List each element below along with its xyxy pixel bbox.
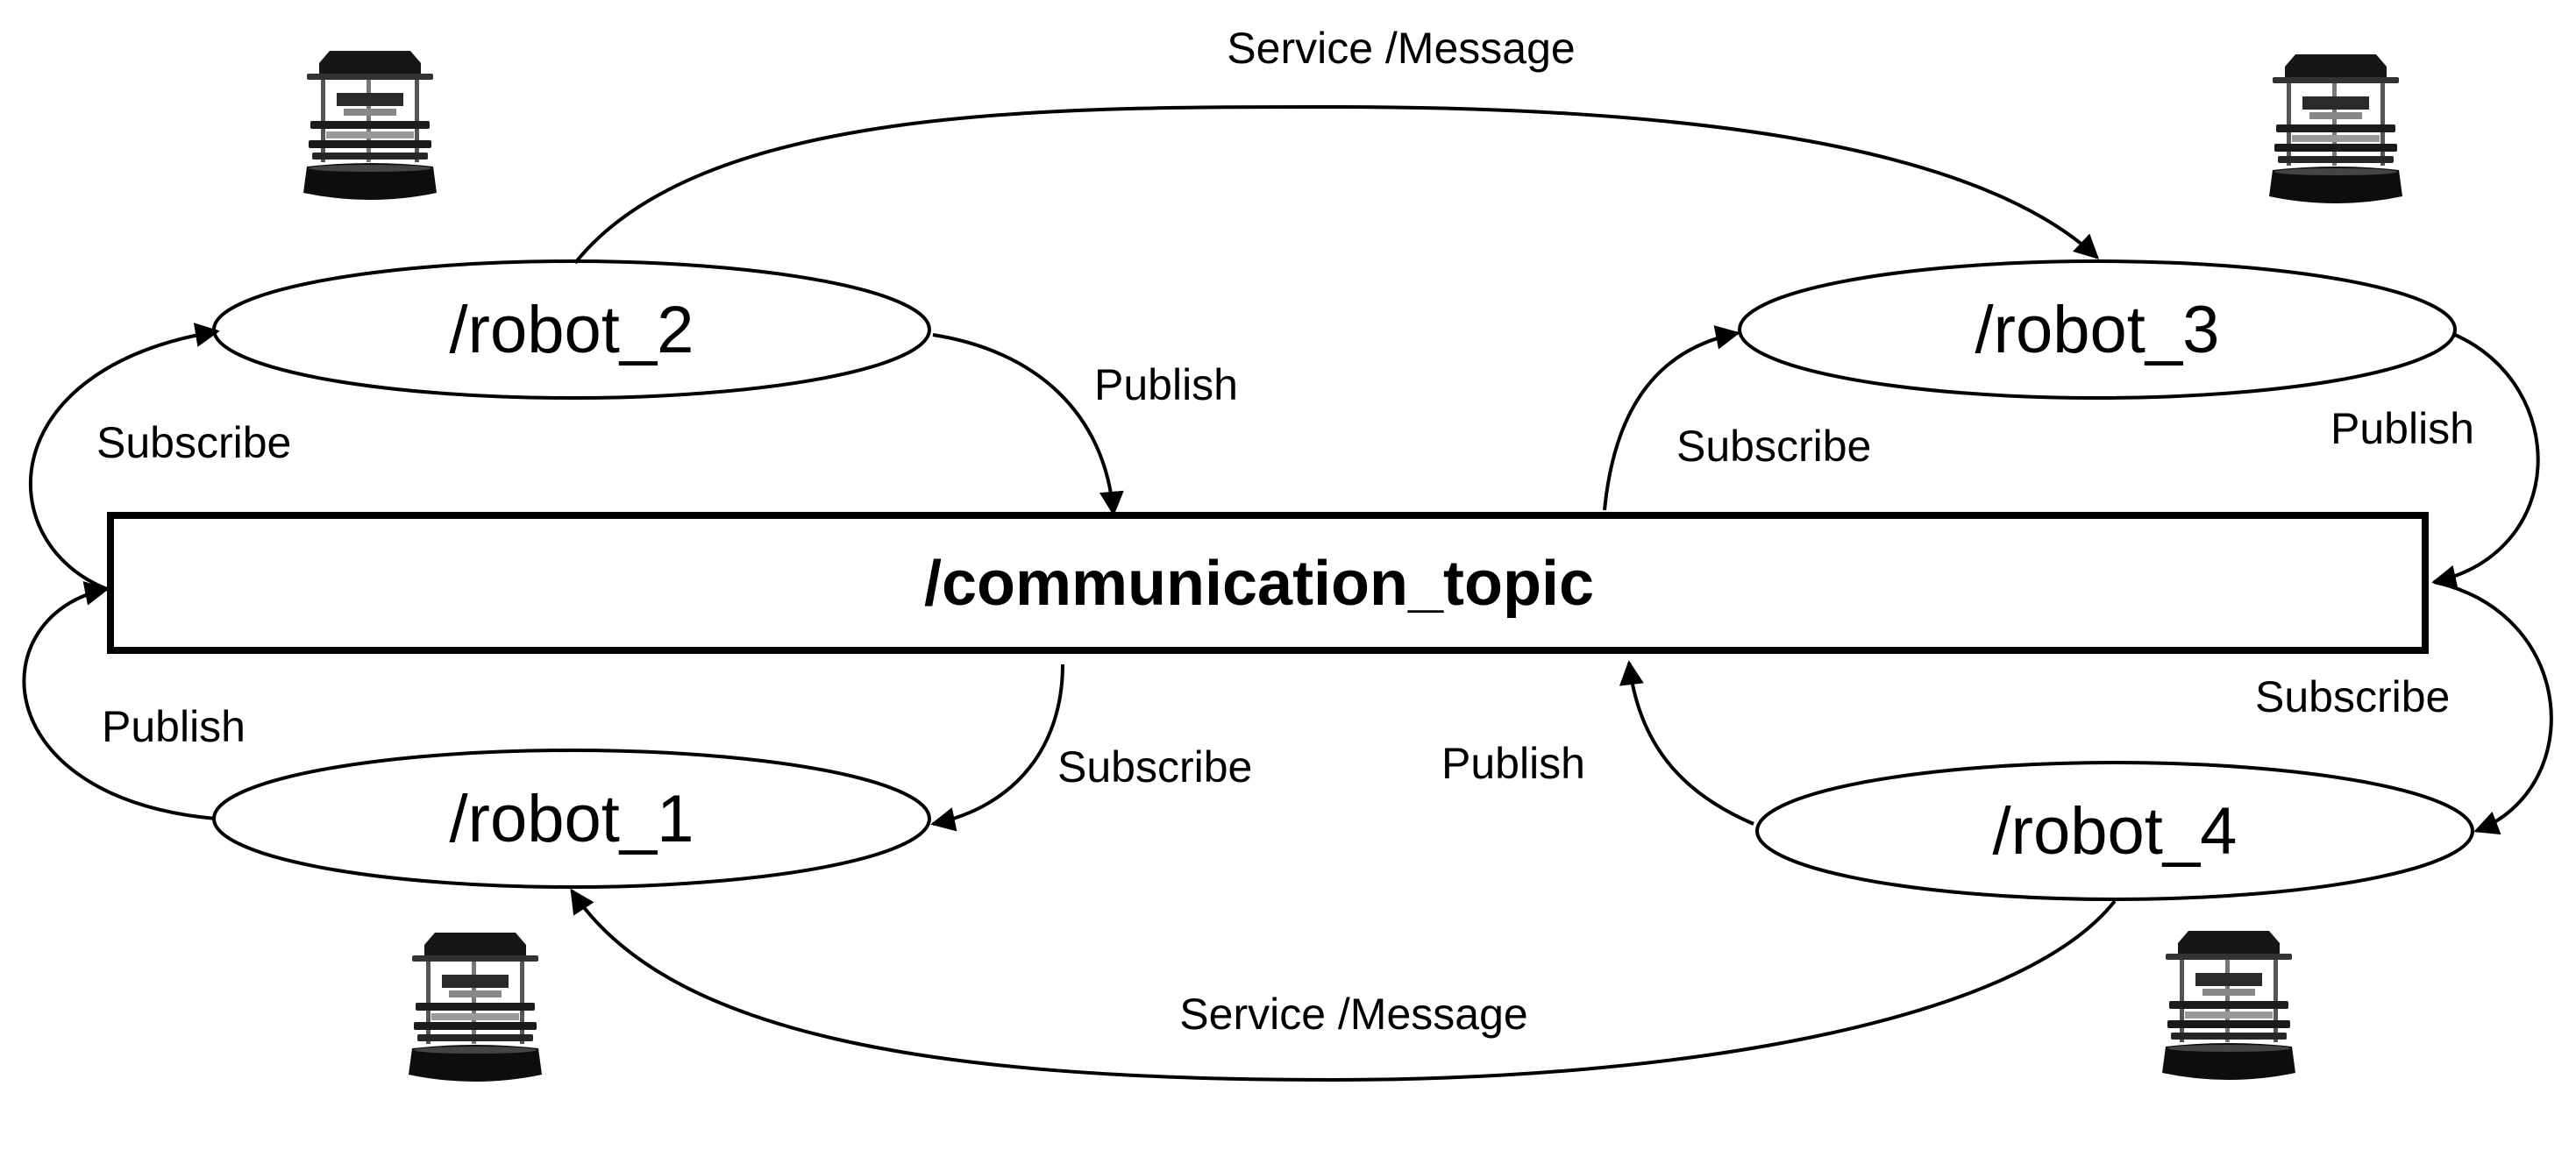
- robot-4-subscribe-label: Subscribe: [2255, 672, 2450, 721]
- robot-2-node: /robot_2: [212, 259, 931, 400]
- service-arrow-robot4-to-robot1: [570, 888, 2117, 1082]
- robot-2-subscribe-label: Subscribe: [96, 418, 291, 467]
- robot-3-node: /robot_3: [1738, 259, 2457, 400]
- communication-topic-label: /communication_topic: [924, 549, 1594, 619]
- robot-3-label: /robot_3: [1975, 293, 2220, 367]
- service-arrow-robot2-to-robot3: [573, 104, 2100, 265]
- robot-2-publish-label: Publish: [1094, 360, 1238, 409]
- robot-4-node: /robot_4: [1755, 761, 2474, 901]
- robot-3-publish-label: Publish: [2330, 404, 2474, 453]
- communication-topic-box: [107, 512, 2429, 654]
- robot-3-subscribe-label: Subscribe: [1676, 422, 1871, 471]
- turtlebot-robot-icon: [2162, 931, 2295, 1080]
- subscribe-arrow-robot4: [2433, 580, 2553, 835]
- service-label-bottom: Service /Message: [1179, 990, 1527, 1039]
- publish-arrow-robot4: [1619, 660, 1754, 826]
- turtlebot-robot-icon: [409, 933, 542, 1082]
- turtlebot-robot-icon: [2269, 54, 2402, 203]
- service-label-top: Service /Message: [1227, 24, 1575, 73]
- subscribe-arrow-robot1: [930, 664, 1064, 832]
- publish-arrow-robot1: [22, 581, 217, 820]
- turtlebot-robot-icon: [303, 51, 437, 200]
- robot-2-label: /robot_2: [450, 293, 694, 367]
- subscribe-arrow-robot3: [1603, 325, 1740, 511]
- robot-1-publish-label: Publish: [102, 702, 246, 751]
- robot-1-label: /robot_1: [450, 782, 694, 856]
- robot-4-label: /robot_4: [1993, 794, 2238, 869]
- robot-1-node: /robot_1: [212, 749, 931, 889]
- publish-arrow-robot2: [932, 333, 1124, 516]
- robot-1-subscribe-label: Subscribe: [1057, 742, 1252, 791]
- publish-arrow-robot3: [2431, 333, 2540, 590]
- subscribe-arrow-robot2: [29, 323, 220, 591]
- robot-4-publish-label: Publish: [1441, 739, 1585, 788]
